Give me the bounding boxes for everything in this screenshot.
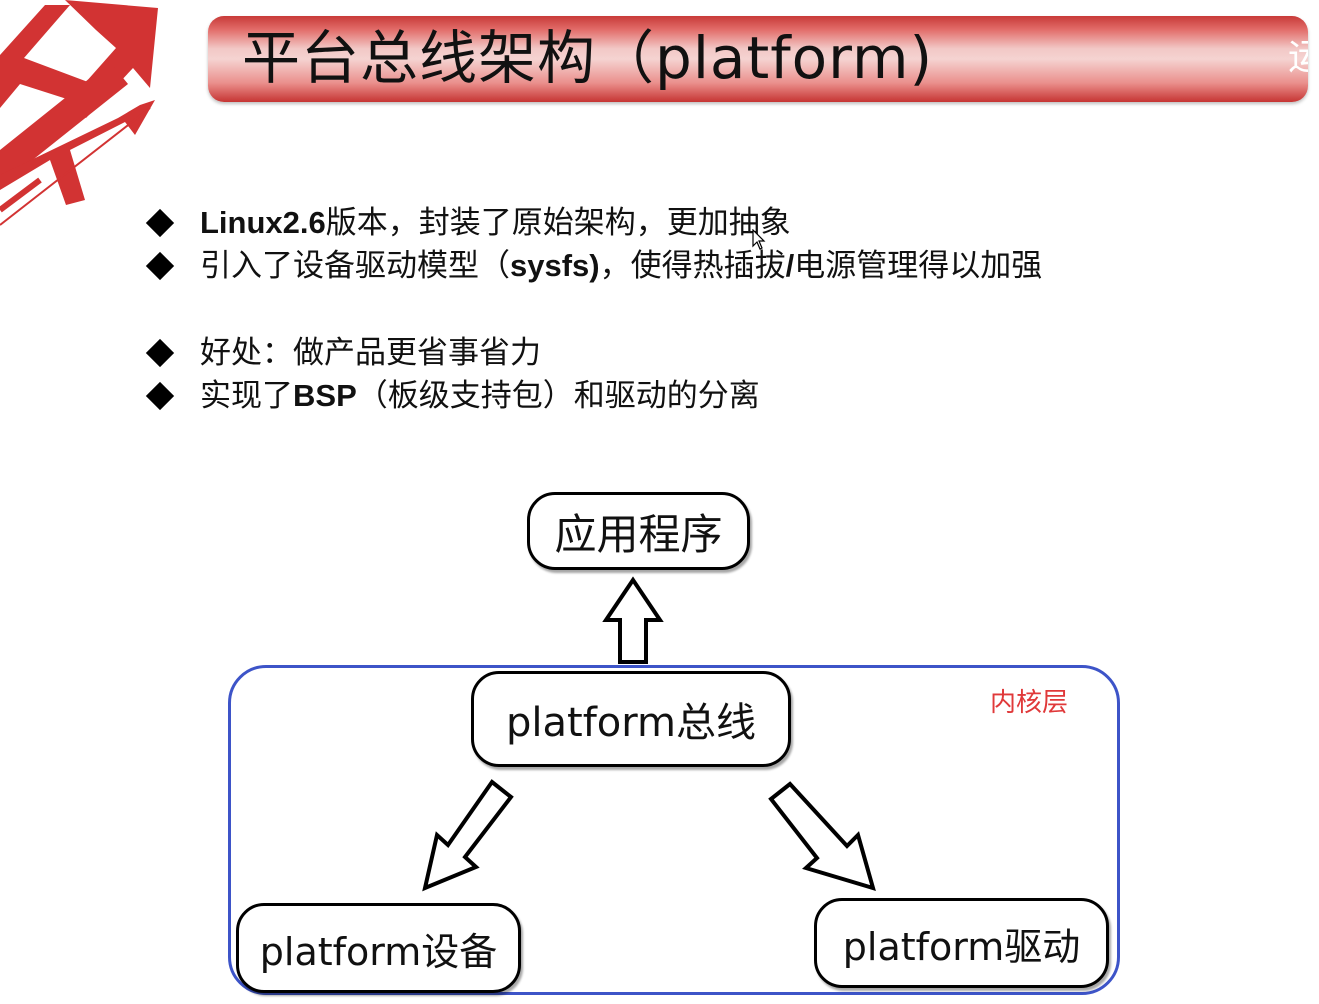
page-title: 平台总线架构（platform)	[242, 24, 934, 92]
diamond-bullet-icon	[145, 338, 175, 368]
bullet-text: 好处：做产品更省事省力	[200, 335, 541, 371]
platform-bus-node: platform总线	[471, 671, 791, 767]
bullet-item: Linux2.6版本，封装了原始架构，更加抽象	[145, 203, 791, 243]
bullet-text: 实现了BSP（板级支持包）和驱动的分离	[200, 378, 760, 414]
diamond-bullet-icon	[145, 251, 175, 281]
kernel-layer-frame	[228, 665, 1120, 995]
diamond-bullet-icon	[145, 208, 175, 238]
title-edge-glyph: 运	[1288, 38, 1308, 78]
title-banner: 平台总线架构（platform) 运	[208, 16, 1308, 102]
diamond-bullet-icon	[145, 381, 175, 411]
mouse-pointer-icon	[752, 229, 766, 250]
red-arrows-decoration-icon	[0, 0, 158, 226]
platform-driver-node: platform驱动	[814, 898, 1109, 988]
bullet-item: 引入了设备驱动模型（sysfs)，使得热插拔/电源管理得以加强	[145, 246, 1042, 286]
bullet-item: 实现了BSP（板级支持包）和驱动的分离	[145, 376, 760, 416]
platform-device-node: platform设备	[236, 903, 521, 993]
kernel-layer-label: 内核层	[990, 688, 1069, 718]
bullet-text: Linux2.6版本，封装了原始架构，更加抽象	[200, 205, 791, 241]
up-arrow-icon	[602, 576, 664, 664]
bullet-item: 好处：做产品更省事省力	[145, 333, 541, 373]
application-node: 应用程序	[527, 492, 750, 570]
bullet-text: 引入了设备驱动模型（sysfs)，使得热插拔/电源管理得以加强	[200, 248, 1043, 284]
platform-architecture-diagram: 内核层 应用程序 platform总线 platform设备 platform驱…	[0, 470, 1319, 1004]
